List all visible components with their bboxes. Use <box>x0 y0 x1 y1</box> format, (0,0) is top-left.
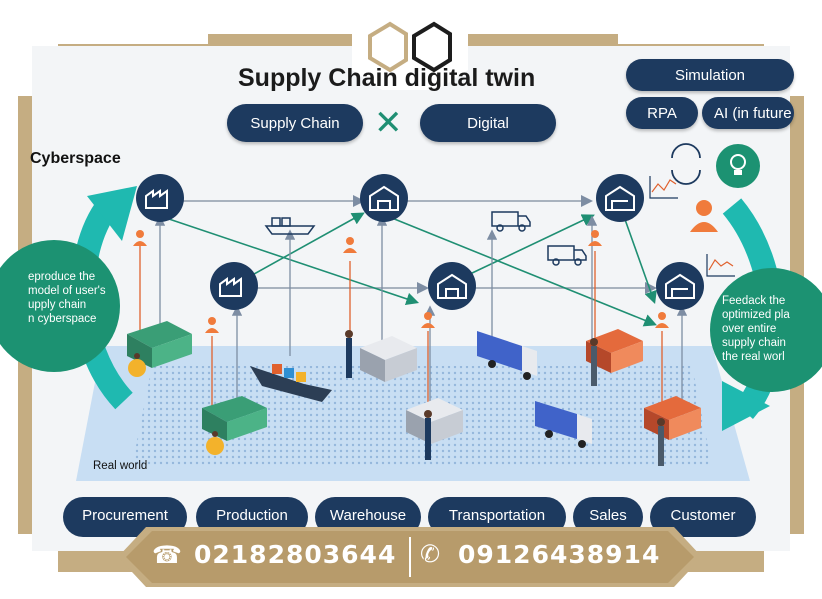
lightbulb-icon <box>716 144 760 188</box>
ai-pill: AI (in future <box>702 97 794 129</box>
warehouse-building <box>360 336 417 382</box>
truck-icon <box>491 211 531 232</box>
person-icon <box>421 312 435 328</box>
digital-pill: Digital <box>420 104 556 142</box>
right-bubble-line: Feedack the <box>722 295 786 307</box>
right-bubble-line: supply chain <box>722 337 786 349</box>
ship-icon <box>264 217 316 235</box>
warehouse-building <box>406 398 463 444</box>
cross-icon: ✕ <box>374 103 403 143</box>
person-icon <box>205 317 219 333</box>
mobile-phone-icon: ✆ <box>420 540 441 568</box>
worker-figure <box>345 330 353 378</box>
diagram-card <box>32 46 790 551</box>
left-bubble-line: n cyberspace <box>28 313 97 325</box>
worker-figure <box>657 418 665 466</box>
worker-figure <box>590 338 598 386</box>
node-warehouse-4 <box>656 262 704 310</box>
node-warehouse-3 <box>428 262 476 310</box>
factory-building <box>202 396 267 441</box>
person-icon <box>690 200 718 232</box>
chart-icon <box>706 254 735 277</box>
left-bubble-line: model of user's <box>28 285 106 297</box>
right-bubble-line: over entire <box>722 323 777 335</box>
cyberspace-label: Cyberspace <box>30 150 121 167</box>
worker-figure <box>128 353 146 377</box>
refresh-icon <box>671 143 701 185</box>
phone-bar <box>118 527 702 587</box>
logo-icon <box>352 8 468 90</box>
diagram-canvas <box>71 143 784 481</box>
phone-number-landline[interactable]: 02182803644 <box>194 540 397 569</box>
factory-building <box>127 321 192 368</box>
person-icon <box>655 312 669 328</box>
right-feedback-bubble: Feedack the optimized pla over entire su… <box>710 268 822 392</box>
phone-number-mobile[interactable]: 09126438914 <box>458 540 661 569</box>
right-bubble-line: the real worl <box>722 351 785 363</box>
node-factory-1 <box>136 174 184 222</box>
right-bubble-line: optimized pla <box>722 309 790 321</box>
phone-icon: ☎ <box>152 541 182 569</box>
person-icon <box>588 230 602 246</box>
left-feedback-bubble: eproduce the model of user's upply chain… <box>0 240 120 372</box>
truck-icon <box>547 245 587 266</box>
worker-figure <box>206 431 224 455</box>
node-factory-2 <box>210 262 258 310</box>
person-icon <box>133 230 147 246</box>
simulation-pill: Simulation <box>626 59 794 91</box>
rpa-pill: RPA <box>626 97 698 129</box>
truck-vehicle <box>535 401 592 448</box>
chart-icon <box>649 176 678 199</box>
person-icon <box>343 237 357 253</box>
real-world-label: Real world <box>93 460 148 472</box>
left-bubble-line: eproduce the <box>28 271 96 283</box>
page-title: Supply Chain digital twin <box>238 64 536 92</box>
worker-figure <box>424 410 432 460</box>
node-warehouse-1 <box>360 174 408 222</box>
cargo-ship <box>250 364 332 402</box>
supply-chain-pill: Supply Chain <box>227 104 363 142</box>
truck-vehicle <box>477 331 537 380</box>
node-warehouse-2 <box>596 174 644 222</box>
left-bubble-line: upply chain <box>28 299 87 311</box>
